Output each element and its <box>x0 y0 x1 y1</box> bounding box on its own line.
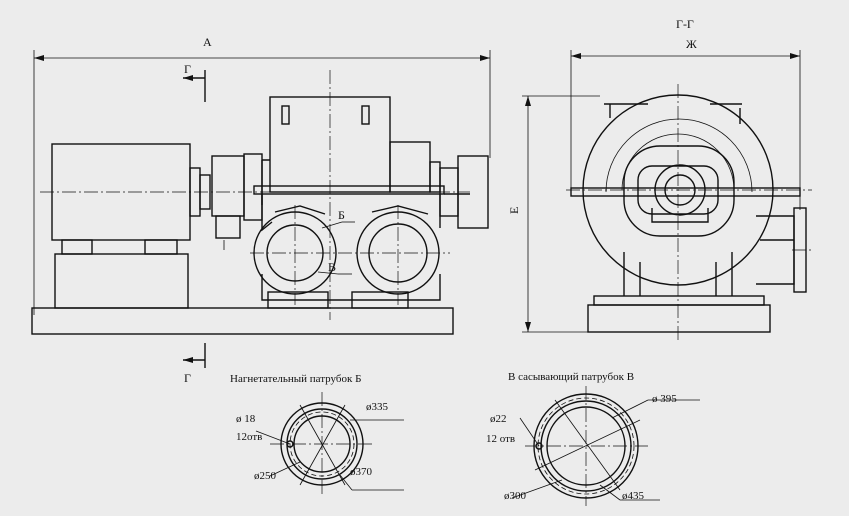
discharge-d-335: ø335 <box>366 401 389 413</box>
dim-a-label: А <box>203 35 212 49</box>
discharge-d-hole: ø 18 <box>236 413 256 425</box>
suction-d-435: ø435 <box>622 490 645 502</box>
suction-d-300: ø300 <box>504 490 527 502</box>
section-title: Г-Г <box>676 17 694 31</box>
suction-d-hole: ø22 <box>490 413 507 425</box>
dim-zh-label: Ж <box>686 37 697 51</box>
section-mark-bottom: Г <box>184 371 191 385</box>
suction-d-395: ø 395 <box>652 393 677 405</box>
discharge-flange: Нагнетательный патрубок Б ø 18 12отв ø33… <box>230 373 404 496</box>
nozzle-b-marker: Б <box>338 208 345 222</box>
discharge-d-370: ø370 <box>350 466 373 478</box>
dim-e-label: Е <box>507 207 521 214</box>
discharge-holes: 12отв <box>236 431 262 443</box>
section-mark-top: Г <box>184 62 191 76</box>
nozzle-v-marker: В <box>328 260 336 274</box>
suction-holes: 12 отв <box>486 433 515 445</box>
discharge-title: Нагнетательный патрубок Б <box>230 373 361 385</box>
section-view: Г-Г Ж Е <box>507 17 812 340</box>
discharge-d-250: ø250 <box>254 470 277 482</box>
side-view: А Г Г <box>31 35 491 385</box>
suction-title: В сасывающий патрубок В <box>508 371 634 383</box>
suction-flange: В сасывающий патрубок В ø22 12 отв ø 395… <box>486 371 700 506</box>
